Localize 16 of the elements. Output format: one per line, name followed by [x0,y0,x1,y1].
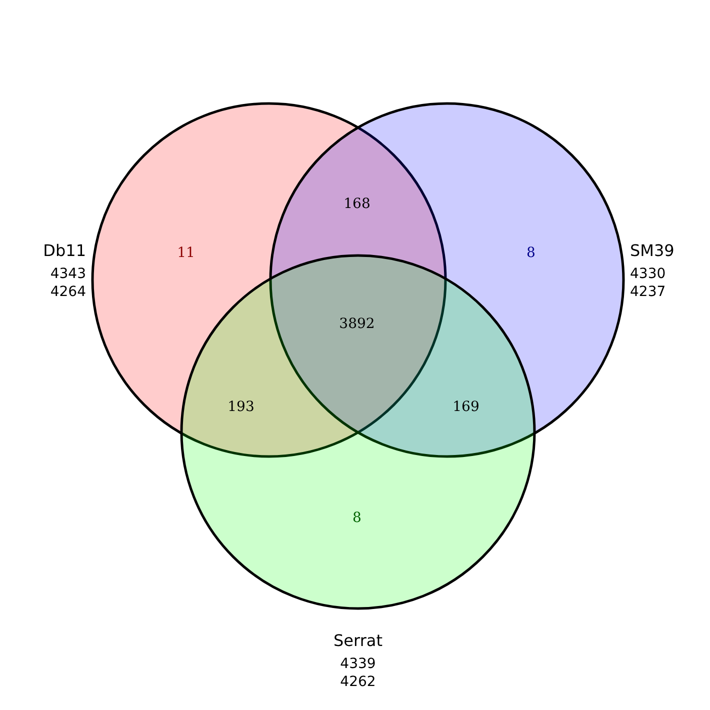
region-count: 193 [228,400,254,414]
set-count: 4339 [340,657,376,671]
region-count: 8 [526,246,536,260]
region-count: 169 [452,400,480,414]
region-count: 168 [344,197,370,211]
region-count: 11 [177,246,195,260]
set-name: SM39 [630,243,674,259]
set-name: Db11 [43,243,86,259]
set-name: Serrat [334,633,382,649]
set-count: 4343 [50,267,86,281]
set-count: 4330 [630,267,666,281]
set-count: 4262 [340,675,376,689]
set-count: 4237 [630,285,666,299]
region-count: 8 [352,511,362,525]
region-count: 3892 [339,317,375,331]
set-count: 4264 [50,285,86,299]
